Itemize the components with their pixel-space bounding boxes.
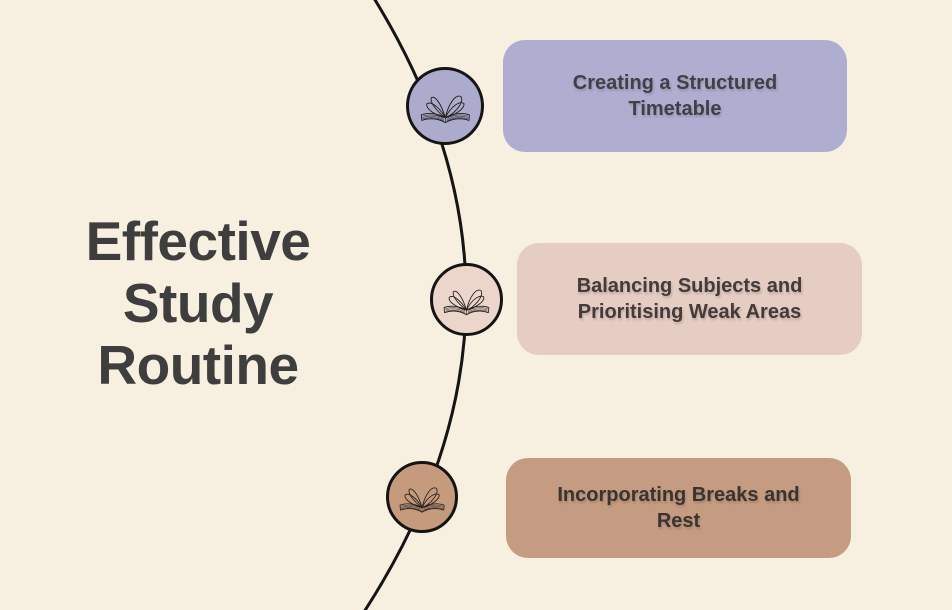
node-circle-balancing [430,263,503,336]
node-circle-timetable [406,67,484,145]
open-book-icon [441,276,492,323]
node-label: Balancing Subjects and Prioritising Weak… [576,274,803,323]
node-box-balancing: Balancing Subjects and Prioritising Weak… [517,243,862,355]
node-label: Creating a Structured Timetable [572,71,778,120]
node-box-timetable: Creating a Structured Timetable [503,40,847,152]
open-book-icon [418,81,473,131]
open-book-icon [397,474,447,520]
node-label: Incorporating Breaks and Rest [557,483,800,532]
page-title: Effective Study Routine [85,210,311,397]
node-box-breaks: Incorporating Breaks and Rest [506,458,851,558]
node-circle-breaks [386,461,458,533]
